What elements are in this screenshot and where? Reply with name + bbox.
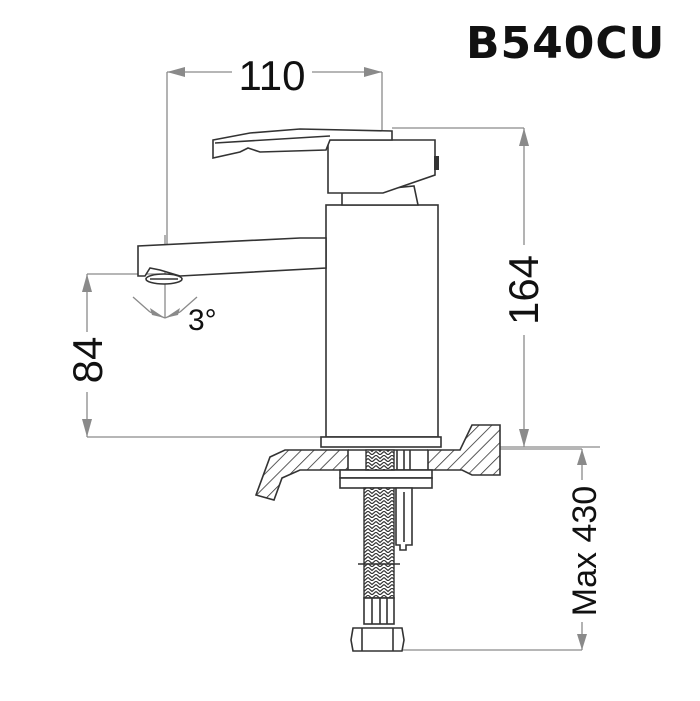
dimension-spout-angle: 3° [132,235,217,337]
dimension-spout-height: 84 [64,273,330,438]
faucet-body [137,204,442,448]
model-title: B540CU [466,18,666,69]
flexible-hose [350,449,413,652]
dimension-label-spout-height: 84 [64,337,111,384]
dimension-hose-length: Max 430 [400,448,604,651]
dimension-label-spout-reach: 110 [239,52,306,99]
dimension-label-total-height: 164 [500,255,547,325]
countertop-section [254,424,501,501]
dimension-label-hose-length: Max 430 [566,486,604,616]
dimension-total-height: 164 [392,127,600,448]
dimension-label-spout-angle: 3° [188,304,217,337]
faucet-handle [212,128,439,206]
